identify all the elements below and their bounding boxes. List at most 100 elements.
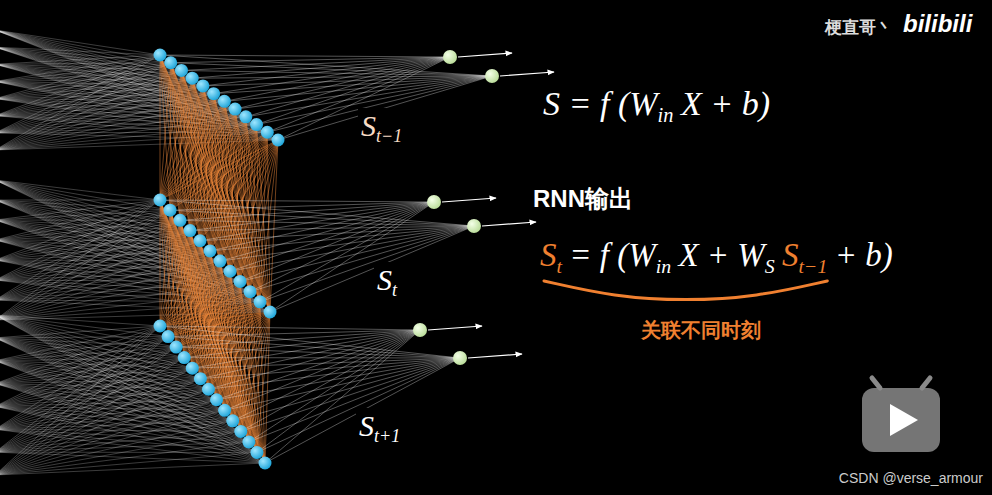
output-line [171, 63, 492, 76]
watermark: CSDN @verse_armour [836, 470, 986, 487]
output-arrow [428, 326, 482, 330]
output-line [257, 358, 460, 452]
output-line [257, 330, 420, 452]
label-text: = f (W [569, 237, 655, 273]
layer-label: St [374, 262, 402, 302]
output-arrow [482, 222, 536, 226]
recurrent-line [180, 132, 267, 220]
input-line [0, 326, 160, 338]
hidden-neuron [154, 320, 167, 333]
hidden-neuron [154, 194, 167, 207]
input-line [0, 384, 257, 453]
output-line [260, 226, 474, 302]
output-line [168, 337, 460, 358]
label-text: RNN输出 [533, 185, 633, 212]
annotation: 关联不同时刻 [638, 318, 764, 342]
hidden-neuron [184, 224, 197, 237]
input-line [0, 431, 241, 475]
recurrent-line [168, 312, 270, 337]
subscript: t−1 [799, 255, 828, 277]
label-text: S [377, 263, 392, 296]
recurrent-line [160, 302, 260, 326]
recurrent-line [180, 220, 241, 431]
input-line [0, 47, 181, 70]
input-line [0, 200, 180, 220]
output-line [170, 210, 474, 226]
subscript: t−1 [376, 126, 402, 146]
input-line [0, 358, 184, 430]
output-line [214, 57, 450, 94]
label-text: X + W [678, 237, 764, 273]
output-line [181, 57, 450, 70]
input-line [0, 452, 257, 475]
input-line [0, 421, 233, 429]
output-line [246, 57, 450, 117]
hidden-neuron [207, 87, 220, 100]
recurrent-line [168, 261, 220, 336]
label-text: S [782, 237, 799, 273]
output-line [168, 330, 420, 337]
input-line [0, 30, 160, 55]
subscript: in [658, 104, 674, 126]
hidden-neuron [164, 56, 177, 69]
input-line [0, 210, 170, 260]
recurrent-line [190, 140, 278, 231]
recurrent-line [225, 312, 270, 410]
recurrent-line [160, 292, 250, 326]
output-line [160, 55, 450, 57]
output-arrow [500, 72, 554, 76]
output-line [208, 358, 460, 389]
output-line [192, 76, 492, 78]
recurrent-line [160, 125, 257, 200]
hidden-neuron [250, 446, 263, 459]
hidden-neuron [244, 285, 257, 298]
input-line [0, 180, 160, 200]
output-line [250, 226, 474, 292]
output-line [208, 330, 420, 389]
hidden-neuron [224, 265, 237, 278]
input-line [0, 326, 160, 361]
output-line [230, 202, 434, 271]
hidden-neuron [250, 118, 263, 131]
output-arrow [458, 53, 512, 57]
hidden-neuron [234, 425, 247, 438]
hidden-neuron [254, 295, 267, 308]
output-line [200, 330, 420, 379]
input-line [0, 400, 217, 407]
recurrent-line [160, 109, 235, 200]
input-line [0, 452, 257, 453]
watermark: 梗直哥丶 [822, 18, 896, 38]
output-neuron [427, 195, 441, 209]
recurrent-line [160, 200, 161, 326]
hidden-neuron [264, 306, 277, 319]
input-line [0, 231, 190, 300]
input-line [0, 347, 176, 383]
output-line [203, 76, 492, 86]
output-line [241, 358, 460, 431]
input-line [0, 315, 160, 326]
output-arrow [442, 198, 496, 202]
output-line [217, 358, 460, 400]
recurrent-line [180, 125, 257, 221]
label-text: S [540, 237, 557, 273]
input-line [0, 200, 160, 220]
hidden-neuron [239, 110, 252, 123]
hidden-neuron [175, 64, 188, 77]
recurrent-line [200, 140, 278, 241]
recurrent-line [160, 140, 278, 200]
hidden-neuron [229, 103, 242, 116]
output-line [210, 226, 474, 251]
hidden-neuron [162, 330, 175, 343]
output-line [233, 358, 460, 421]
formula: St= f (WinX + WSSt−1+ b) [537, 236, 896, 279]
input-line [0, 200, 160, 201]
label-text: S [359, 409, 374, 442]
recurrent-line [217, 312, 270, 400]
hidden-neuron [202, 383, 215, 396]
output-line [270, 202, 434, 312]
hidden-neuron [242, 435, 255, 448]
output-line [230, 226, 474, 271]
output-line [270, 226, 474, 312]
input-line [0, 421, 233, 475]
subscript: in [656, 255, 671, 277]
